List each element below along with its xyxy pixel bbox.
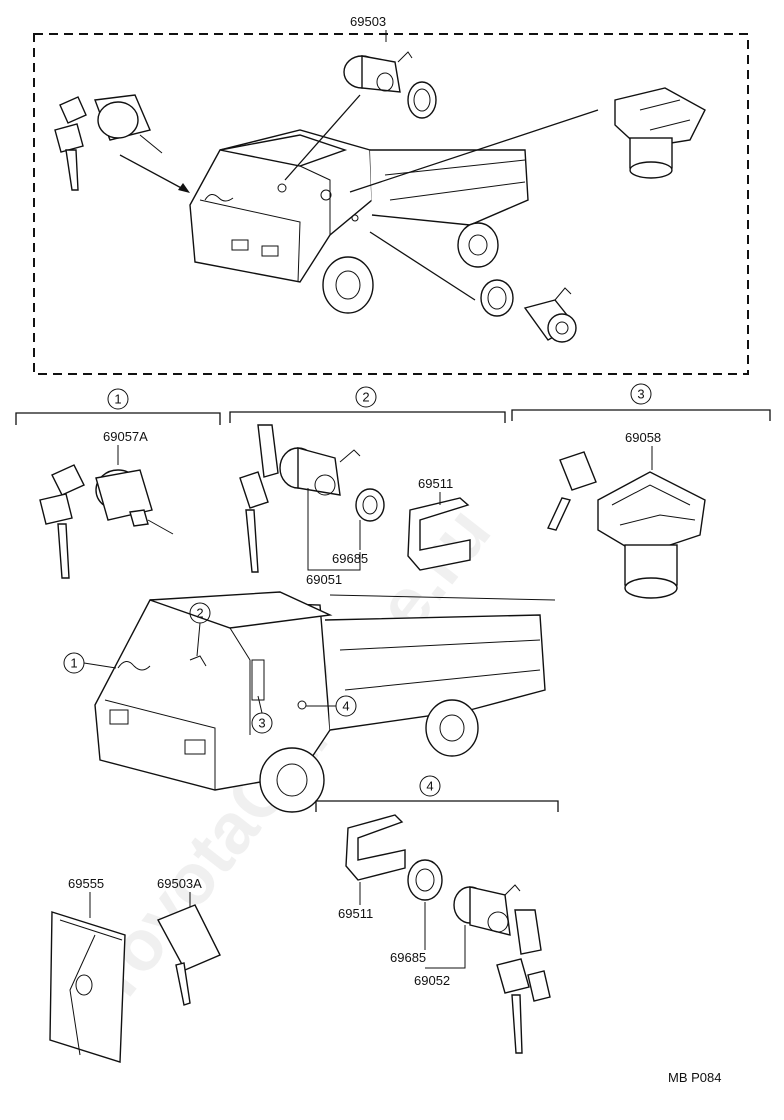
top-part-number: 69503 — [350, 14, 386, 29]
group-3-header: 3 69058 — [511, 383, 771, 445]
ignition-lock-top — [54, 94, 163, 191]
part-number-69511-b: 69511 — [338, 906, 373, 921]
truck-callout-4: 4 — [342, 699, 349, 714]
part-number-69052: 69052 — [414, 973, 450, 988]
part-number-69058: 69058 — [625, 430, 661, 445]
callout-number-2: 2 — [362, 390, 369, 405]
main-truck-illustration — [94, 591, 556, 813]
door-lock-set-group-4: 69511 69685 69052 — [338, 814, 551, 1054]
part-number-69511-a: 69511 — [418, 476, 453, 491]
group-1-header: 1 69057A — [15, 388, 221, 444]
callout-circle-1 — [107, 388, 129, 410]
truck-callout-3: 3 — [258, 716, 265, 731]
callout-circle-3 — [630, 383, 652, 405]
door-lock-cylinder-top — [343, 51, 437, 119]
callout-circle-2 — [355, 386, 377, 408]
top-truck-illustration — [189, 129, 529, 314]
part-number-69685-a: 69685 — [332, 551, 368, 566]
callout-circle-4 — [419, 775, 441, 797]
group-4-header: 4 — [315, 775, 559, 812]
truck-callout-1: 1 — [70, 656, 77, 671]
callout-number-4: 4 — [426, 779, 433, 794]
callout-number-1: 1 — [114, 392, 121, 407]
truck-callout-2: 2 — [196, 606, 203, 621]
diagram-code: MB P084 — [668, 1070, 721, 1085]
part-number-69051: 69051 — [306, 572, 342, 587]
group-2-header: 2 — [229, 386, 506, 423]
fuel-cap-lock-top — [614, 87, 706, 179]
key-case-69555: 69555 — [49, 876, 126, 1063]
dashed-group-border — [33, 33, 749, 375]
leader-door-top — [284, 94, 361, 181]
callout-number-3: 3 — [637, 387, 644, 402]
ignition-lock-69057A — [39, 445, 174, 579]
rear-lock-cylinder-top — [480, 279, 577, 343]
key-69503A: 69503A — [157, 876, 221, 1006]
leader-fuel-top — [349, 109, 599, 193]
leader-ignition — [119, 154, 186, 191]
top-assembly-group: 69503 — [33, 14, 749, 375]
part-number-69057A: 69057A — [103, 429, 148, 444]
leader-rear-top — [369, 231, 476, 301]
part-number-69503A: 69503A — [157, 876, 202, 891]
fuel-cap-lock-69058 — [547, 446, 706, 599]
truck-callouts: 1 2 3 4 — [63, 602, 357, 734]
door-lock-set-group-2: 69511 69685 69051 — [239, 424, 471, 587]
part-number-69685-b: 69685 — [390, 950, 426, 965]
part-number-69555: 69555 — [68, 876, 104, 891]
